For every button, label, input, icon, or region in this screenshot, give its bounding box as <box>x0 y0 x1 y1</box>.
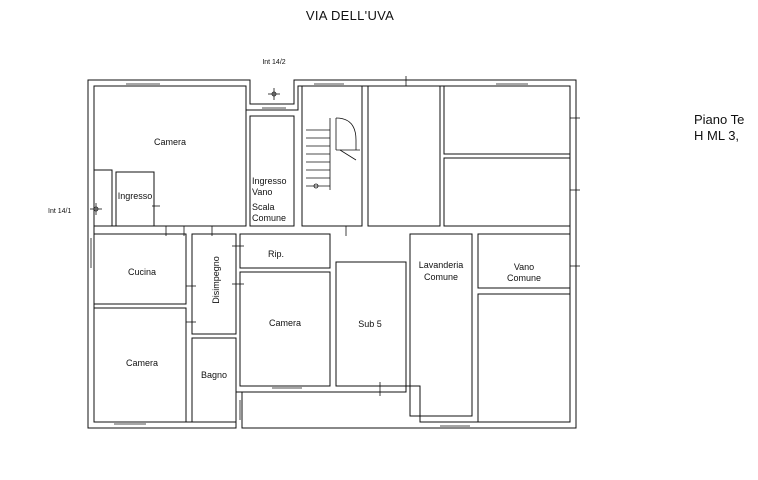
sub5-label: Sub 5 <box>358 319 382 329</box>
rip-label: Rip. <box>268 249 284 259</box>
lavanderia-room: Lavanderia Comune <box>409 233 473 417</box>
int-14-1-label: Int 14/1 <box>48 208 71 215</box>
vano-comune-room: Vano Comune <box>477 233 571 423</box>
camera-bottom-room: Camera <box>93 307 187 423</box>
ingresso-vano-line4: Comune <box>252 213 286 223</box>
int-14-2-label: Int 14/2 <box>262 59 285 66</box>
floor-note-line2: H ML 3, <box>694 128 740 143</box>
camera-top-label: Camera <box>154 137 186 147</box>
camera-bottom-label: Camera <box>126 358 158 368</box>
bagno-room: Bagno <box>191 337 237 423</box>
ingresso-label: Ingresso <box>118 191 153 201</box>
stair-hall: Ingresso Vano Scala Comune <box>249 85 363 227</box>
door-ticks <box>87 76 580 429</box>
ingresso-vano-line1: Ingresso <box>252 176 287 186</box>
camera-mid-room: Camera <box>239 271 331 387</box>
floor-note-line1: Piano Te <box>694 112 745 127</box>
entrance-int-14-1: Int 14/1 <box>48 203 102 215</box>
entrance-int-14-2: Int 14/2 <box>262 59 286 100</box>
lavanderia-label-line1: Lavanderia <box>419 260 464 270</box>
stair-marker <box>313 183 319 189</box>
rip-room: Rip. <box>239 233 331 269</box>
ingresso-room: Ingresso <box>115 171 155 227</box>
right-top-rooms <box>367 85 571 227</box>
disimpegno-room: Disimpegno <box>191 233 237 335</box>
disimpegno-label: Disimpegno <box>211 256 221 304</box>
lavanderia-label-line2: Comune <box>424 272 458 282</box>
sub5-room: Sub 5 <box>335 261 407 387</box>
street-label: VIA DELL'UVA <box>305 8 395 23</box>
vano-comune-label-line1: Vano <box>514 262 534 272</box>
bagno-label: Bagno <box>201 370 227 380</box>
vano-comune-label-line2: Comune <box>507 273 541 283</box>
ingresso-vano-line3: Scala <box>252 202 275 212</box>
camera-mid-label: Camera <box>269 318 301 328</box>
ingresso-vano-line2: Vano <box>252 187 272 197</box>
camera-top-room: Camera <box>93 85 247 227</box>
floor-note: Piano Te H ML 3, <box>694 112 744 144</box>
cucina-label: Cucina <box>128 267 156 277</box>
cucina-room: Cucina <box>93 233 187 305</box>
outer-walls <box>87 79 577 429</box>
